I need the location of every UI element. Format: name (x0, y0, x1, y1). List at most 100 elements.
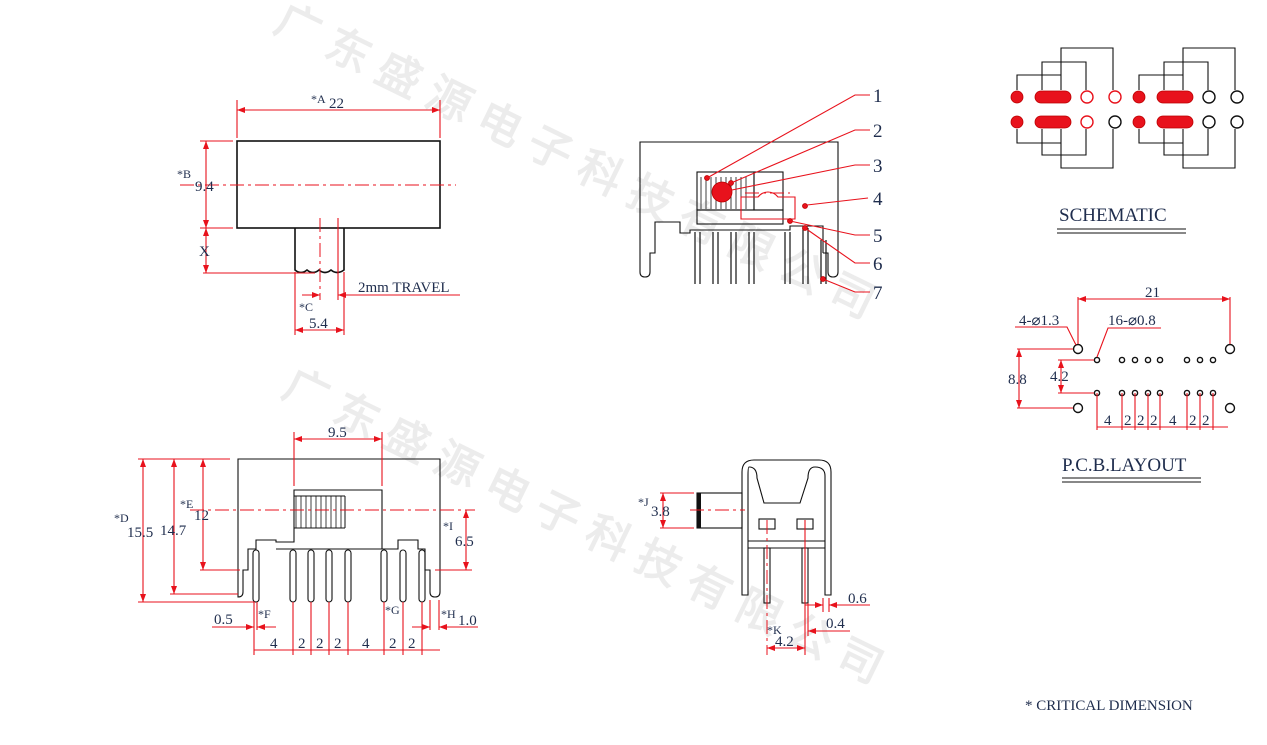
front-pitch-dims (254, 602, 440, 655)
outline-shape (1016, 129, 1114, 169)
hole-or-contact (1132, 90, 1146, 104)
outline-shape (1034, 90, 1072, 104)
outline-shape (740, 191, 796, 220)
schematic-title: SCHEMATIC (1059, 205, 1167, 226)
outline-shape (639, 226, 656, 278)
end-view: *J 3.8 *K 4.2 0.6 0.4 (638, 459, 870, 655)
top-view: *A 22 *B 9.4 X 2mm TRAVEL *C 5.4 (177, 92, 460, 335)
dimension-label: 6.5 (455, 534, 474, 550)
front-pins (252, 549, 426, 603)
dimension-label: 9.4 (195, 179, 214, 195)
dimension-label: 5.4 (309, 316, 328, 332)
outline-shape (1016, 47, 1114, 90)
critical-dimension-note: * CRITICAL DIMENSION (1025, 698, 1193, 714)
dimension-label: *G (385, 603, 400, 617)
dimension-label: 2 (298, 636, 306, 652)
outline-shape (344, 549, 352, 603)
outline-shape (294, 228, 345, 274)
callout-1: 1 (873, 86, 883, 107)
front-view: 9.5 *D 15.5 14.7 *E 12 *I 6.5 0.5 *F *G … (114, 425, 478, 655)
pcb-layout: 21 4-⌀1.3 16-⌀0.8 8.8 4.2 4 2 2 2 4 2 2 … (1008, 285, 1236, 483)
callout-2: 2 (873, 121, 883, 142)
outline-shape (1093, 356, 1217, 397)
hole-or-contact (1202, 90, 1216, 104)
dimension-label: 2 (389, 636, 397, 652)
hole-or-contact (1108, 115, 1122, 129)
dimension-label: 0.5 (214, 612, 233, 628)
hole-or-contact (1080, 115, 1094, 129)
callout-6: 6 (873, 254, 883, 275)
hole-or-contact (1131, 356, 1139, 364)
dimension-label: 4.2 (1050, 369, 1069, 385)
callout-5: 5 (873, 226, 883, 247)
schematic: SCHEMATIC (1010, 47, 1244, 234)
outline-shape (307, 549, 315, 603)
outline-shape (1156, 90, 1194, 104)
callout-3: 3 (873, 156, 883, 177)
dimension-label: *J (638, 495, 649, 509)
outline-shape (252, 549, 260, 603)
dimension-label: *B (177, 167, 191, 181)
outline-shape (789, 220, 870, 236)
callout-leaders (704, 94, 870, 293)
dimension-label: 4 (1169, 413, 1177, 429)
dimension-label: 1.0 (458, 613, 477, 629)
dimension-label: 4 (270, 636, 278, 652)
dimension-label: *D (114, 511, 129, 525)
dimension-label: 2 (408, 636, 416, 652)
callout-4: 4 (873, 189, 883, 210)
outline-shape (696, 209, 784, 225)
outline-shape (748, 540, 825, 549)
outline-shape (1034, 115, 1072, 129)
hole-or-contact (1118, 356, 1126, 364)
dimension-label: *F (258, 607, 271, 621)
dimension-label: *E (180, 497, 193, 511)
dimension-label: *H (441, 607, 456, 621)
dimension-label: 2 (1189, 413, 1197, 429)
dimension-label: 2 (334, 636, 342, 652)
outline-shape (325, 549, 333, 603)
outline-shape (721, 164, 870, 193)
hole-or-contact (1072, 343, 1084, 355)
dimension-label: *A (311, 92, 326, 106)
dimension-label: *K (767, 623, 782, 637)
dimension-label: 22 (329, 96, 344, 112)
dimension-label: 4.2 (775, 634, 794, 650)
dimension-label: 9.5 (328, 425, 347, 441)
dimension-label: 4-⌀1.3 (1019, 313, 1059, 329)
dimension-label: 0.4 (826, 616, 845, 632)
dimension-label: 4 (362, 636, 370, 652)
dimension-label: 21 (1145, 285, 1160, 301)
outline-shape (237, 458, 441, 598)
dimension-label: 2 (1124, 413, 1132, 429)
hole-or-contact (1144, 356, 1152, 364)
outline-shape (806, 197, 869, 206)
hole-or-contact (1230, 90, 1244, 104)
hole-or-contact (1132, 115, 1146, 129)
outline-shape (1138, 47, 1236, 90)
dimension-label: 3.8 (651, 504, 670, 520)
dimension-label: 16-⌀0.8 (1108, 313, 1156, 329)
outline-shape (1096, 393, 1228, 430)
hole-or-contact (1183, 356, 1191, 364)
dimension-label: 0.6 (848, 591, 867, 607)
dimension-label: 2 (1137, 413, 1145, 429)
dimension-label: 2 (316, 636, 324, 652)
hole-or-contact (1230, 115, 1244, 129)
dimension-label: 12 (194, 508, 209, 524)
outline-shape (289, 549, 297, 603)
outline-shape (706, 94, 870, 179)
pcb-title: P.C.B.LAYOUT (1062, 455, 1187, 476)
dimension-label: 2mm TRAVEL (358, 280, 450, 296)
dimension-label: 14.7 (160, 523, 187, 539)
outline-shape (804, 227, 870, 264)
hole-or-contact (1010, 90, 1024, 104)
hole-or-contact (1093, 356, 1101, 364)
hole-or-contact (1209, 356, 1217, 364)
outline-shape (1015, 326, 1077, 346)
outline-shape (730, 129, 870, 184)
outline-shape (694, 228, 827, 284)
dimension-label: *I (443, 519, 453, 533)
hole-or-contact (1108, 90, 1122, 104)
